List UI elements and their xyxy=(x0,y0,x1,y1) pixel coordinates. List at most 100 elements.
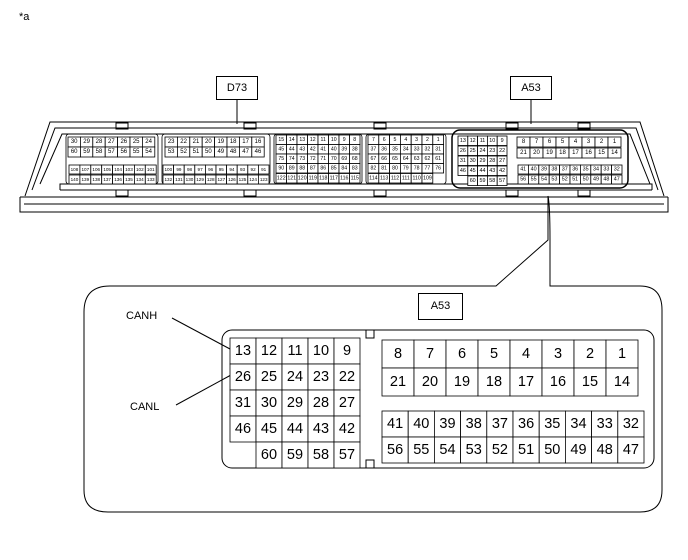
d73-pin: 49 xyxy=(217,149,224,155)
a53-pin: 42 xyxy=(339,421,355,437)
a53-pin-cell xyxy=(333,363,361,391)
label-a53: A53 xyxy=(510,76,552,100)
d73-pin: 32 xyxy=(425,146,431,152)
a53-pin: 25 xyxy=(261,369,277,385)
d73-pin: 116 xyxy=(340,175,348,181)
d73-pin: 15 xyxy=(278,137,284,143)
a53-pin: 5 xyxy=(490,346,498,362)
d73-pin: 51 xyxy=(193,149,200,155)
a53-pin-cell xyxy=(538,436,566,464)
d73-pin: 46 xyxy=(255,149,262,155)
d73-pin: 29 xyxy=(83,139,90,145)
d73-pin: 28 xyxy=(96,139,103,145)
d73-pin: 96 xyxy=(208,167,214,172)
d73-pin: 113 xyxy=(380,175,388,181)
a53-pin: 1 xyxy=(618,346,626,362)
d73-pin: 30 xyxy=(71,139,78,145)
d73-pin: 94 xyxy=(229,167,235,172)
d73-pin: 109 xyxy=(423,175,432,181)
a53-small-pin-cell xyxy=(496,165,508,176)
a53-pin-cell xyxy=(573,339,607,369)
d73-pin: 120 xyxy=(298,175,307,181)
d73-pin: 27 xyxy=(108,139,115,145)
a53-pin-cell xyxy=(281,415,309,443)
d73-pin: 74 xyxy=(289,156,295,162)
d73-pin: 126 xyxy=(228,177,236,182)
a53-pin-cell xyxy=(333,441,361,469)
a53-pin-cell xyxy=(573,367,607,397)
a53-pin: 12 xyxy=(261,343,277,359)
a53-pin-cell xyxy=(591,436,619,464)
a53-small-pin: 9 xyxy=(501,138,504,144)
a53-small-pin: 12 xyxy=(470,138,476,144)
d73-pin: 112 xyxy=(391,175,399,181)
a53-small-pin: 38 xyxy=(551,167,557,173)
a53-pin: 22 xyxy=(339,369,355,385)
a53-pin-cell xyxy=(512,436,540,464)
a53-small-pin: 11 xyxy=(480,138,486,144)
d73-pin: 99 xyxy=(176,167,182,172)
a53-small-pin: 47 xyxy=(614,177,620,183)
d73-pin: 26 xyxy=(120,139,127,145)
d73-pin-cell xyxy=(432,163,444,174)
a53-pin: 53 xyxy=(466,442,482,458)
a53-small-pin: 2 xyxy=(600,139,604,145)
a53-pin-cell xyxy=(445,339,479,369)
a53-pin-cell xyxy=(605,339,639,369)
d73-pin: 70 xyxy=(331,156,337,162)
d73-pin: 81 xyxy=(381,165,387,171)
a53-small-pin: 41 xyxy=(520,167,526,173)
a53-pin: 60 xyxy=(261,447,277,463)
a53-pin: 43 xyxy=(313,421,329,437)
d73-pin: 47 xyxy=(242,149,249,155)
d73-pin: 52 xyxy=(180,149,187,155)
d73-pin: 48 xyxy=(230,149,237,155)
a53-pin-cell xyxy=(307,389,335,417)
a53-pin: 29 xyxy=(287,395,303,411)
a53-small-pin: 56 xyxy=(520,177,526,183)
a53-pin: 40 xyxy=(413,416,429,432)
a53-pin-cell xyxy=(381,436,409,464)
a53-pin: 7 xyxy=(426,346,434,362)
a53-small-pin-cell xyxy=(496,175,508,186)
d73-pin: 6 xyxy=(383,137,386,143)
a53-pin: 9 xyxy=(343,343,351,359)
a53-pin: 4 xyxy=(522,346,530,362)
label-d73: D73 xyxy=(216,76,258,100)
d73-pin: 50 xyxy=(205,149,212,155)
a53-small-pin: 14 xyxy=(611,150,618,156)
d73-pin-cell xyxy=(257,174,270,185)
d73-pin: 73 xyxy=(299,156,305,162)
a53-pin: 27 xyxy=(339,395,355,411)
a53-pin-cell xyxy=(486,410,514,438)
a53-pin-cell xyxy=(333,415,361,443)
d73-pin: 68 xyxy=(352,156,358,162)
d73-pin: 56 xyxy=(120,149,127,155)
d73-pin: 12 xyxy=(310,137,316,143)
a53-pin-cell xyxy=(281,389,309,417)
d73-pin: 103 xyxy=(125,167,133,172)
a53-small-pin: 19 xyxy=(546,150,553,156)
d73-pin: 69 xyxy=(341,156,347,162)
d73-pin-cell xyxy=(349,173,361,184)
a53-pin-cell xyxy=(307,415,335,443)
a53-pin: 3 xyxy=(554,346,562,362)
d73-pin: 140 xyxy=(71,177,79,182)
d73-pin: 35 xyxy=(392,146,398,152)
d73-pin: 17 xyxy=(242,139,249,145)
d73-pin: 16 xyxy=(255,139,262,145)
a53-small-pin: 37 xyxy=(562,167,568,173)
d73-pin-cell xyxy=(421,173,434,184)
a53-small-pin: 46 xyxy=(460,168,466,174)
a53-pin: 11 xyxy=(287,343,302,359)
d73-pin: 59 xyxy=(83,149,90,155)
d73-pin: 84 xyxy=(341,165,347,171)
a53-small-pin-cell xyxy=(496,135,508,146)
d73-pin: 13 xyxy=(299,137,305,143)
a53-pin: 49 xyxy=(570,442,586,458)
d73-pin: 75 xyxy=(278,156,284,162)
d73-pin: 43 xyxy=(299,146,305,152)
d73-pin: 123 xyxy=(260,177,268,182)
d73-pin: 45 xyxy=(278,146,284,152)
